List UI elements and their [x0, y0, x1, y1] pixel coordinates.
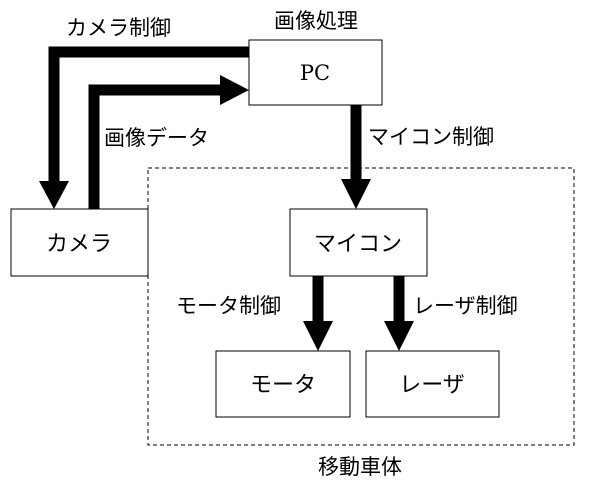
laser-control-label: レーザ制御: [413, 294, 518, 318]
laser-box: [365, 350, 500, 418]
motor-control-arrow: [303, 276, 333, 351]
microcontroller-box: [289, 208, 428, 277]
motor-box: [215, 350, 351, 418]
mcu-control-label: マイコン制御: [368, 125, 494, 149]
motor-label: モータ: [250, 373, 316, 398]
mobile-vehicle-label: 移動車体: [318, 455, 402, 479]
laser-control-arrow: [384, 276, 414, 351]
camera-control-arrow: [39, 46, 249, 209]
camera-control-label: カメラ制御: [66, 16, 171, 40]
laser-label: レーザ: [399, 373, 465, 398]
microcontroller-label: マイコン: [314, 232, 402, 257]
mcu-control-arrow: [341, 105, 371, 209]
pc-label: PC: [300, 61, 330, 85]
image-data-label: 画像データ: [104, 126, 209, 150]
image-data-arrow: [88, 75, 249, 209]
motor-control-label: モータ制御: [176, 294, 281, 318]
pc-box: [248, 39, 383, 106]
camera-box: [10, 208, 149, 277]
camera-label: カメラ: [46, 232, 112, 257]
pc-caption: 画像処理: [274, 9, 358, 33]
